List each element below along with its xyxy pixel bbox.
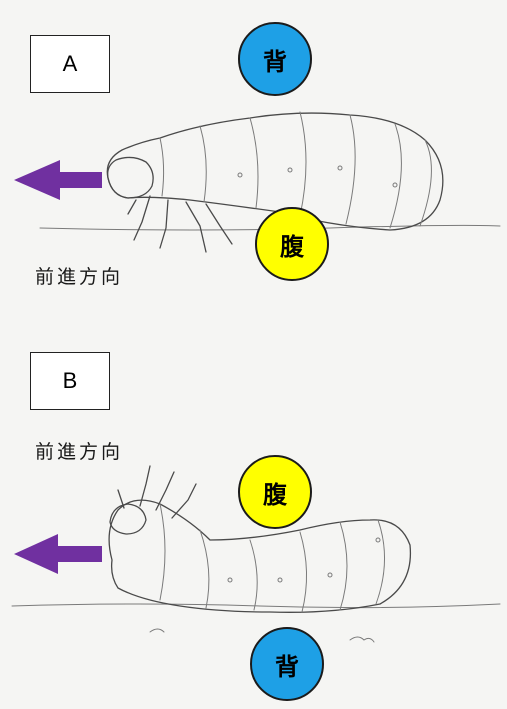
- direction-arrow-icon-a: [14, 160, 102, 200]
- direction-arrow-icon-b: [14, 534, 102, 574]
- direction-caption-a: 前進方向: [35, 262, 123, 289]
- dorsal-badge-a-text: 背: [263, 42, 287, 77]
- panel-label-b: B: [30, 352, 110, 410]
- dorsal-badge-b-text: 背: [275, 647, 299, 682]
- ventral-badge-b-text: 腹: [263, 475, 287, 510]
- dorsal-badge-b: 背: [250, 627, 324, 701]
- arrow-shaft-a: [58, 172, 102, 188]
- arrow-head-b: [14, 534, 58, 574]
- ventral-badge-a: 腹: [255, 207, 329, 281]
- arrow-head-a: [14, 160, 60, 200]
- arrow-shaft-b: [56, 546, 102, 562]
- ventral-badge-b: 腹: [238, 455, 312, 529]
- panel-label-a: A: [30, 35, 110, 93]
- ground-line-b: [12, 604, 500, 608]
- ventral-badge-a-text: 腹: [280, 227, 304, 262]
- dorsal-badge-a: 背: [238, 22, 312, 96]
- direction-caption-b: 前進方向: [35, 437, 123, 464]
